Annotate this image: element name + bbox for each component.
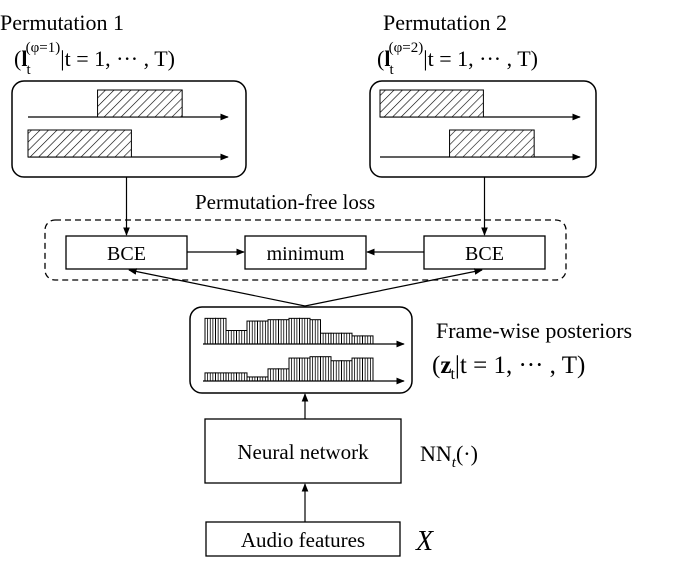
bce-right-box [423, 235, 546, 270]
permutation2-label: (lt(φ=2)|t = 1, ··· , T) [377, 40, 538, 78]
permutation2-title: Permutation 2 [383, 10, 507, 35]
activity-segment [27, 129, 132, 158]
activity-segment [97, 89, 183, 118]
audio-features-box [205, 521, 401, 557]
posteriors-tracks [203, 317, 405, 385]
bce-right-label: BCE [465, 243, 504, 265]
minimum-label: minimum [267, 243, 345, 265]
permutation2-tracks [379, 89, 581, 161]
bce-left-label: BCE [107, 243, 146, 265]
posteriors-box [189, 306, 413, 394]
bce-left-box [65, 235, 188, 270]
activity-segment [449, 129, 535, 158]
audio-features-annotation: X [415, 526, 434, 557]
permutation1-box [11, 80, 247, 178]
permutation1-label: (lt(φ=1)|t = 1, ··· , T) [14, 40, 175, 78]
loss-dashed-box [44, 219, 567, 281]
audio-features-label: Audio features [241, 528, 365, 552]
permutation1-title: Permutation 1 [0, 10, 124, 35]
neural-network-label: Neural network [237, 440, 369, 464]
arrow-posteriors-to-bce-right [304, 268, 483, 307]
minimum-box [244, 235, 367, 270]
permutation1-tracks [27, 89, 229, 161]
arrow-posteriors-to-bce-left [128, 268, 306, 307]
posteriors-title: Frame-wise posteriors [436, 318, 632, 343]
neural-network-box [204, 418, 402, 484]
neural-network-annotation: NNt(·) [420, 441, 478, 471]
posteriors-label: (zt|t = 1, ··· , T) [432, 352, 585, 383]
activity-segment [379, 89, 484, 118]
loss-title: Permutation-free loss [195, 190, 375, 214]
permutation2-box [369, 80, 597, 178]
